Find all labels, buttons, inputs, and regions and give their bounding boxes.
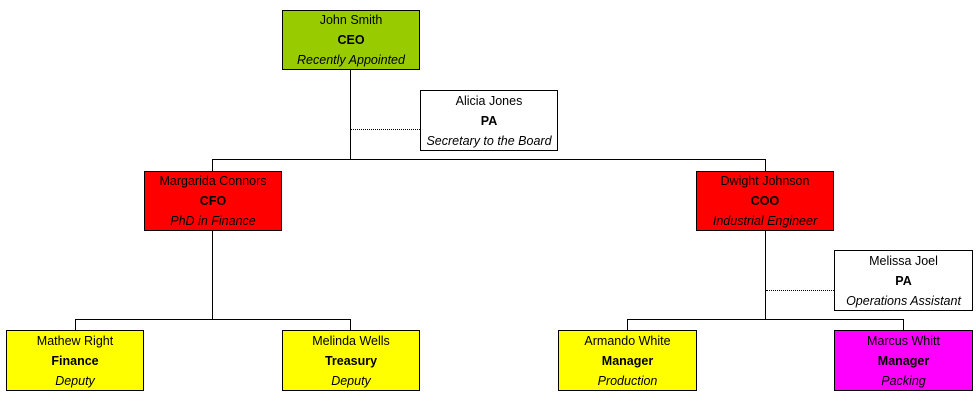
node-cfo: Margarida Connors CFO PhD in Finance	[144, 171, 282, 231]
node-ceo-title: CEO	[337, 33, 365, 47]
connector-packing-up	[903, 319, 904, 330]
node-packing-note: Packing	[881, 373, 926, 388]
node-treasury-note: Deputy	[331, 373, 371, 388]
connector-treasury-up	[350, 319, 351, 330]
connector-ceo-down	[350, 69, 351, 160]
node-coo-name: Dwight Johnson	[720, 174, 810, 188]
connector-coo-down	[765, 230, 766, 320]
connector-pa-board	[351, 129, 420, 130]
connector-cfo-down	[212, 230, 213, 320]
node-pa-board-name: Alicia Jones	[455, 93, 523, 108]
node-packing: Marcus Whitt Manager Packing	[834, 330, 973, 391]
node-pa-ops-title: PA	[895, 273, 912, 288]
node-production-title: Manager	[601, 353, 654, 368]
node-ceo-name: John Smith	[319, 13, 383, 27]
node-packing-title: Manager	[877, 353, 930, 368]
node-finance-title: Finance	[51, 353, 99, 368]
node-packing-name: Marcus Whitt	[867, 333, 940, 348]
node-finance-name: Mathew Right	[36, 333, 114, 348]
node-treasury-title: Treasury	[324, 353, 378, 368]
connector-operations-bar	[627, 319, 904, 320]
node-pa-board-note: Secretary to the Board	[426, 133, 552, 148]
node-pa-ops: Melissa Joel PA Operations Assistant	[834, 250, 973, 311]
node-treasury-name: Melinda Wells	[312, 333, 390, 348]
connector-cfo-up	[212, 159, 213, 171]
connector-coo-up	[765, 159, 766, 171]
node-production: Armando White Manager Production	[558, 330, 697, 391]
node-pa-ops-name: Melissa Joel	[869, 253, 938, 268]
node-coo-note: Industrial Engineer	[712, 214, 818, 228]
node-treasury: Melinda Wells Treasury Deputy	[282, 330, 420, 391]
node-ceo-note: Recently Appointed	[297, 53, 405, 67]
node-pa-board: Alicia Jones PA Secretary to the Board	[420, 90, 558, 151]
node-ceo: John Smith CEO Recently Appointed	[282, 10, 420, 70]
node-cfo-name: Margarida Connors	[159, 174, 267, 188]
node-cfo-note: PhD in Finance	[170, 214, 256, 228]
node-pa-ops-note: Operations Assistant	[846, 293, 961, 308]
node-finance: Mathew Right Finance Deputy	[6, 330, 144, 391]
node-finance-note: Deputy	[55, 373, 95, 388]
node-production-note: Production	[597, 373, 658, 388]
node-pa-board-title: PA	[480, 113, 498, 128]
connector-c-level-bar	[212, 159, 766, 160]
connector-production-up	[627, 319, 628, 330]
connector-finance-bar	[75, 319, 351, 320]
node-coo-title: COO	[750, 194, 780, 208]
node-production-name: Armando White	[584, 333, 671, 348]
connector-finance-up	[75, 319, 76, 330]
connector-pa-ops	[766, 290, 834, 291]
node-coo: Dwight Johnson COO Industrial Engineer	[696, 171, 834, 231]
node-cfo-title: CFO	[199, 194, 227, 208]
